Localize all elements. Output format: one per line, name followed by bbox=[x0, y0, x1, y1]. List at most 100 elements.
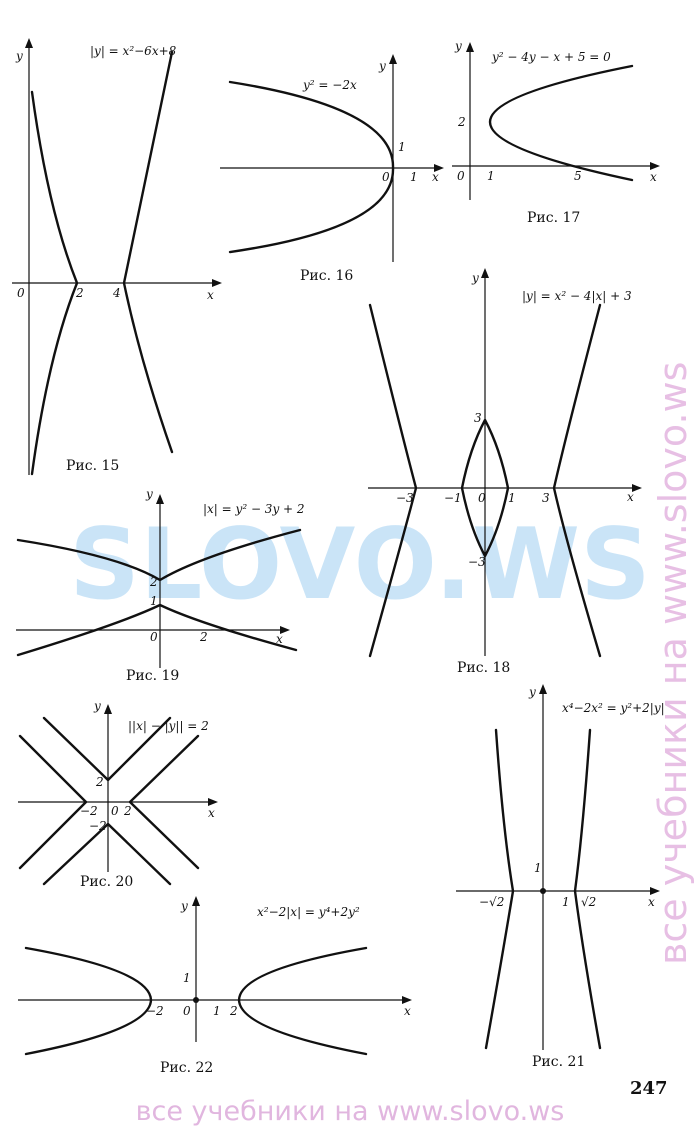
fig22-equation: x²−2|x| = y⁴+2y² bbox=[257, 905, 360, 919]
fig18-y-label: y bbox=[471, 271, 479, 285]
fig18-equation: |y| = x² − 4|x| + 3 bbox=[522, 289, 632, 303]
fig22-x-arrow-icon bbox=[402, 996, 412, 1004]
figure-18: y x −3 −1 0 1 3 3 −3 |y| = x² − 4|x| + 3… bbox=[368, 268, 642, 676]
fig22-tick-m2: −2 bbox=[146, 1004, 164, 1018]
fig20-y-label: y bbox=[93, 699, 101, 713]
fig16-x-label: x bbox=[432, 170, 439, 184]
fig22-x-label: x bbox=[404, 1004, 411, 1018]
fig22-caption: Рис. 22 bbox=[160, 1060, 213, 1076]
fig15-left-branch bbox=[30, 90, 79, 476]
fig17-tick-5: 5 bbox=[574, 169, 582, 183]
fig17-equation: y² − 4y − x + 5 = 0 bbox=[491, 50, 611, 64]
fig15-right-branch bbox=[122, 50, 174, 454]
fig19-tick-2: 2 bbox=[199, 630, 208, 644]
fig20-top-branch bbox=[42, 716, 172, 782]
figure-20: y x −2 0 2 2 −2 ||x| − |y|| = 2 Рис. 20 bbox=[18, 699, 218, 890]
fig22-y-label: y bbox=[180, 899, 188, 913]
fig16-x-arrow-icon bbox=[434, 164, 444, 172]
fig20-x-arrow-icon bbox=[208, 798, 218, 806]
watermark-center: SLOVO.WS bbox=[69, 508, 650, 622]
fig21-tick-y1: 1 bbox=[534, 861, 542, 875]
figure-22: y x −2 0 1 2 1 x²−2|x| = y⁴+2y² Рис. 22 bbox=[18, 896, 412, 1076]
fig19-y-arrow-icon bbox=[156, 494, 164, 504]
fig17-x-arrow-icon bbox=[650, 162, 660, 170]
fig19-x-label: x bbox=[276, 632, 283, 646]
fig17-x-label: x bbox=[650, 170, 657, 184]
fig21-y-arrow-icon bbox=[539, 684, 547, 694]
fig16-y-arrow-icon bbox=[389, 54, 397, 64]
fig21-x-label: x bbox=[648, 895, 655, 909]
fig19-y-label: y bbox=[145, 487, 153, 501]
fig20-origin-label: 0 bbox=[111, 804, 119, 818]
fig16-origin-label: 0 bbox=[382, 170, 390, 184]
fig19-tick-y2: 2 bbox=[149, 575, 158, 589]
fig15-caption: Рис. 15 bbox=[66, 458, 119, 474]
fig15-y-arrow-icon bbox=[25, 38, 33, 48]
fig20-tick-ym2: −2 bbox=[89, 819, 107, 833]
fig20-bottom-branch bbox=[42, 822, 172, 886]
fig21-origin-dot bbox=[540, 888, 546, 894]
fig22-tick-1: 1 bbox=[213, 1004, 221, 1018]
fig21-tick-1: 1 bbox=[562, 895, 570, 909]
fig19-tick-y1: 1 bbox=[150, 594, 158, 608]
fig21-caption: Рис. 21 bbox=[532, 1054, 585, 1070]
fig21-y-label: y bbox=[528, 685, 536, 699]
fig20-left-branch bbox=[18, 734, 88, 870]
watermark-bottom: все учебники на www.slovo.ws bbox=[136, 1096, 565, 1127]
fig22-left-branch bbox=[24, 946, 153, 1056]
fig20-tick-y2: 2 bbox=[95, 775, 104, 789]
fig20-x-label: x bbox=[208, 806, 215, 820]
fig17-parabola bbox=[488, 64, 634, 182]
page-number: 247 bbox=[630, 1078, 668, 1099]
fig16-parabola bbox=[228, 80, 395, 254]
fig21-left-branch bbox=[484, 728, 515, 1050]
figure-15: y x 0 2 4 |y| = x²−6x+8 Рис. 15 bbox=[12, 38, 222, 476]
fig21-equation: x⁴−2x² = y²+2|y| bbox=[562, 701, 665, 715]
fig18-tick-ym3: −3 bbox=[468, 555, 486, 569]
fig21-x-arrow-icon bbox=[650, 887, 660, 895]
fig20-right-branch bbox=[128, 734, 200, 870]
fig19-upper-branch bbox=[16, 528, 302, 582]
fig17-y-label: y bbox=[454, 39, 462, 53]
fig17-tick-1: 1 bbox=[487, 169, 495, 183]
figure-19: y x 0 2 1 2 |x| = y² − 3y + 2 Рис. 19 bbox=[16, 487, 305, 684]
fig22-right-branch bbox=[237, 946, 368, 1056]
fig15-tick-4: 4 bbox=[112, 286, 121, 300]
fig22-origin-dot bbox=[193, 997, 199, 1003]
fig18-right-branch bbox=[552, 303, 602, 658]
fig21-tick-msqrt2: −√2 bbox=[479, 895, 504, 909]
fig15-y-label: y bbox=[15, 49, 23, 63]
fig17-origin-label: 0 bbox=[457, 169, 465, 183]
fig18-tick-y3: 3 bbox=[474, 411, 482, 425]
fig16-tick-1: 1 bbox=[410, 170, 418, 184]
fig20-y-arrow-icon bbox=[104, 704, 112, 714]
fig18-x-label: x bbox=[627, 490, 634, 504]
fig21-right-branch bbox=[573, 728, 602, 1050]
fig17-caption: Рис. 17 bbox=[527, 210, 580, 226]
fig18-tick-3: 3 bbox=[542, 491, 550, 505]
fig19-origin-label: 0 bbox=[150, 630, 158, 644]
fig18-tick-m3: −3 bbox=[396, 491, 414, 505]
fig18-x-arrow-icon bbox=[632, 484, 642, 492]
fig20-equation: ||x| − |y|| = 2 bbox=[128, 719, 209, 733]
fig20-caption: Рис. 20 bbox=[80, 874, 133, 890]
fig18-origin-label: 0 bbox=[478, 491, 486, 505]
fig15-tick-2: 2 bbox=[75, 286, 84, 300]
fig16-caption: Рис. 16 bbox=[300, 268, 353, 284]
fig19-lower-branch bbox=[16, 603, 298, 657]
fig18-y-arrow-icon bbox=[481, 268, 489, 278]
fig18-tick-1: 1 bbox=[508, 491, 516, 505]
figure-21: y x −√2 1 √2 1 x⁴−2x² = y²+2|y| Рис. 21 bbox=[456, 684, 665, 1070]
fig16-y-label: y bbox=[378, 59, 386, 73]
fig16-equation: y² = −2x bbox=[302, 78, 357, 92]
fig22-origin-label: 0 bbox=[183, 1004, 191, 1018]
fig17-tick-y2: 2 bbox=[457, 115, 466, 129]
fig19-x-arrow-icon bbox=[280, 626, 290, 634]
fig18-caption: Рис. 18 bbox=[457, 660, 510, 676]
fig19-equation: |x| = y² − 3y + 2 bbox=[203, 502, 305, 516]
fig15-equation: |y| = x²−6x+8 bbox=[90, 44, 177, 58]
fig19-caption: Рис. 19 bbox=[126, 668, 179, 684]
fig16-tick-y1: 1 bbox=[398, 140, 406, 154]
fig20-tick-m2: −2 bbox=[80, 804, 98, 818]
